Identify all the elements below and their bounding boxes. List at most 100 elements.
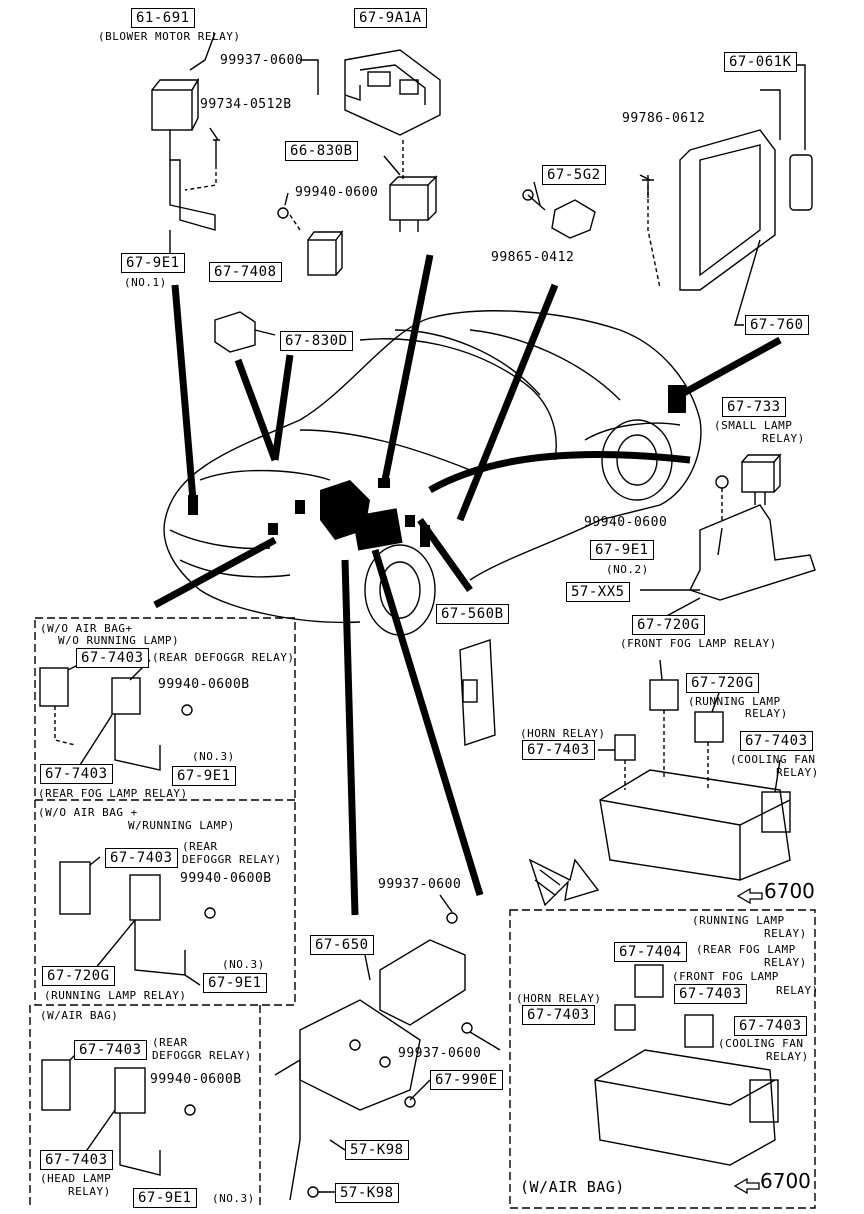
- panel4-horn-code: 67-7403: [522, 1005, 595, 1025]
- panel2-title-1: (W/O AIR BAG +: [38, 806, 138, 819]
- panel3-bracket-code: 67-9E1: [133, 1188, 197, 1208]
- bracket-no1-code: 67-9E1: [121, 253, 185, 273]
- bolt-mid-label: 99937-0600: [378, 877, 462, 892]
- panel3-relay-name-2: DEFOGGR RELAY): [152, 1049, 252, 1062]
- car-outline: [163, 310, 702, 636]
- panel1-fog-name: (REAR FOG LAMP RELAY): [38, 787, 188, 800]
- blower-relay-drawing: [151, 77, 200, 160]
- hatched-arrow-drawing: [528, 858, 600, 907]
- panel4-title: (W/AIR BAG): [520, 1178, 625, 1196]
- panel2-drawing: [59, 861, 216, 976]
- blower-relay-name: (BLOWER MOTOR RELAY): [98, 30, 241, 43]
- panel2-relay-name-2: DEFOGGR RELAY): [182, 853, 282, 866]
- bracket-xx5-code: 57-XX5: [566, 582, 630, 602]
- panel3-relay-code: 67-7403: [74, 1040, 147, 1060]
- panel4-running-name-2: RELAY): [764, 927, 807, 940]
- panel1-note: (NO.3): [192, 750, 235, 763]
- relay-block-drawing: [599, 679, 791, 881]
- panel4-rear-fog-name-1: (REAR FOG LAMP: [696, 943, 796, 956]
- panel4-running-name-1: (RUNNING LAMP: [692, 914, 785, 927]
- panel1-bracket-code: 67-9E1: [172, 766, 236, 786]
- bracket-top-code: 67-9A1A: [354, 8, 427, 28]
- horn-code: 67-7403: [522, 740, 595, 760]
- location-leaders: [153, 254, 782, 916]
- panel4-rear-fog-code: 67-7404: [614, 942, 687, 962]
- relay-7408-code: 67-7408: [209, 262, 282, 282]
- panel4-cooling-code: 67-7403: [734, 1016, 807, 1036]
- bracket-9a1a-drawing: [344, 49, 441, 136]
- bracket-no2-code: 67-9E1: [590, 540, 654, 560]
- screw-c-label: 99786-0612: [622, 111, 706, 126]
- relay-830d-drawing: [307, 229, 344, 276]
- module-061k-code: 67-061K: [724, 52, 797, 72]
- small-lamp-name-2: RELAY): [762, 432, 805, 445]
- running-code: 67-720G: [686, 673, 759, 693]
- arrow-6700-a-icon: [736, 887, 763, 905]
- bracket-650-drawing: [274, 912, 473, 1201]
- ref-6700-a: 6700: [764, 879, 815, 903]
- panel4-rear-fog-name-2: RELAY): [764, 956, 807, 969]
- relay-830b-code: 66-830B: [285, 141, 358, 161]
- panel1-fog-code: 67-7403: [40, 764, 113, 784]
- panel-frame-right: [509, 909, 816, 1209]
- panel4-front-fog-name-2: RELAY): [776, 984, 819, 997]
- panel2-running-code: 67-720G: [42, 966, 115, 986]
- panel3-title: (W/AIR BAG): [40, 1009, 119, 1022]
- horn-name: (HORN RELAY): [520, 727, 606, 740]
- panel1-relay-name: (REAR DEFOGGR RELAY): [152, 651, 295, 664]
- small-lamp-relay-drawing: [741, 453, 782, 505]
- cooling-name-2: RELAY): [776, 766, 819, 779]
- unit-560b-drawing: [459, 639, 496, 746]
- panel3-drawing: [41, 1059, 196, 1176]
- nut-b-label: 99940-0600: [584, 515, 668, 530]
- panel4-horn-name: (HORN RELAY): [516, 992, 602, 1005]
- panel1-title-2: W/O RUNNING LAMP): [58, 634, 180, 647]
- relay-5g2-drawing: [522, 189, 596, 239]
- panel1-title-1: (W/O AIR BAG+: [40, 622, 133, 635]
- running-name-1: (RUNNING LAMP: [688, 695, 781, 708]
- bracket-k98-a-code: 57-K98: [345, 1140, 409, 1160]
- relay-7408-drawing: [214, 311, 256, 353]
- panel3-head-name-2: RELAY): [68, 1185, 111, 1198]
- front-fog-code: 67-720G: [632, 615, 705, 635]
- relay-830b-drawing: [389, 175, 438, 232]
- module-061k-drawing: [679, 89, 813, 291]
- screw-b-label: 99865-0412: [491, 250, 575, 265]
- blower-relay-code: 61-691: [131, 8, 195, 28]
- panel3-note: (NO.3): [212, 1192, 255, 1205]
- panel2-relay-name-1: (REAR: [182, 840, 218, 853]
- panel4-front-fog-code: 67-7403: [674, 984, 747, 1004]
- panel4-drawing: [594, 964, 779, 1166]
- screw-a-label: 99734-0512B: [200, 97, 292, 112]
- bracket-no1-drawing: [169, 159, 216, 231]
- cooling-name-1: (COOLING FAN: [730, 753, 816, 766]
- panel2-running-name: (RUNNING LAMP RELAY): [44, 989, 187, 1002]
- panel2-relay-code: 67-7403: [105, 848, 178, 868]
- panel3-nut: 99940-0600B: [150, 1072, 242, 1087]
- unit-560b-code: 67-560B: [436, 604, 509, 624]
- panel1-drawing: [39, 667, 193, 771]
- cooling-code: 67-7403: [740, 731, 813, 751]
- bracket-no2-note: (NO.2): [606, 563, 649, 576]
- front-fog-name: (FRONT FOG LAMP RELAY): [620, 637, 777, 650]
- relay-5g2-code: 67-5G2: [542, 165, 606, 185]
- panel4-front-fog-name-1: (FRONT FOG LAMP: [672, 970, 779, 983]
- panel3-head-code: 67-7403: [40, 1150, 113, 1170]
- arrow-6700-b-icon: [733, 1177, 760, 1195]
- panel4-cooling-name-2: RELAY): [766, 1050, 809, 1063]
- panel2-bracket-code: 67-9E1: [203, 973, 267, 993]
- panel2-nut: 99940-0600B: [180, 871, 272, 886]
- bracket-990e-code: 67-990E: [430, 1070, 503, 1090]
- screw-drawing: [213, 139, 220, 165]
- panel2-title-2: W/RUNNING LAMP): [128, 819, 235, 832]
- nut-a-label: 99940-0600: [295, 185, 379, 200]
- panel2-note: (NO.3): [222, 958, 265, 971]
- panel3-head-name-1: (HEAD LAMP: [40, 1172, 112, 1185]
- running-name-2: RELAY): [745, 707, 788, 720]
- panel3-relay-name-1: (REAR: [152, 1036, 188, 1049]
- bracket-k98-b-code: 57-K98: [335, 1183, 399, 1203]
- panel4-cooling-name-1: (COOLING FAN: [718, 1037, 804, 1050]
- panel-frame-left: [34, 617, 296, 1006]
- small-lamp-name-1: (SMALL LAMP: [714, 419, 793, 432]
